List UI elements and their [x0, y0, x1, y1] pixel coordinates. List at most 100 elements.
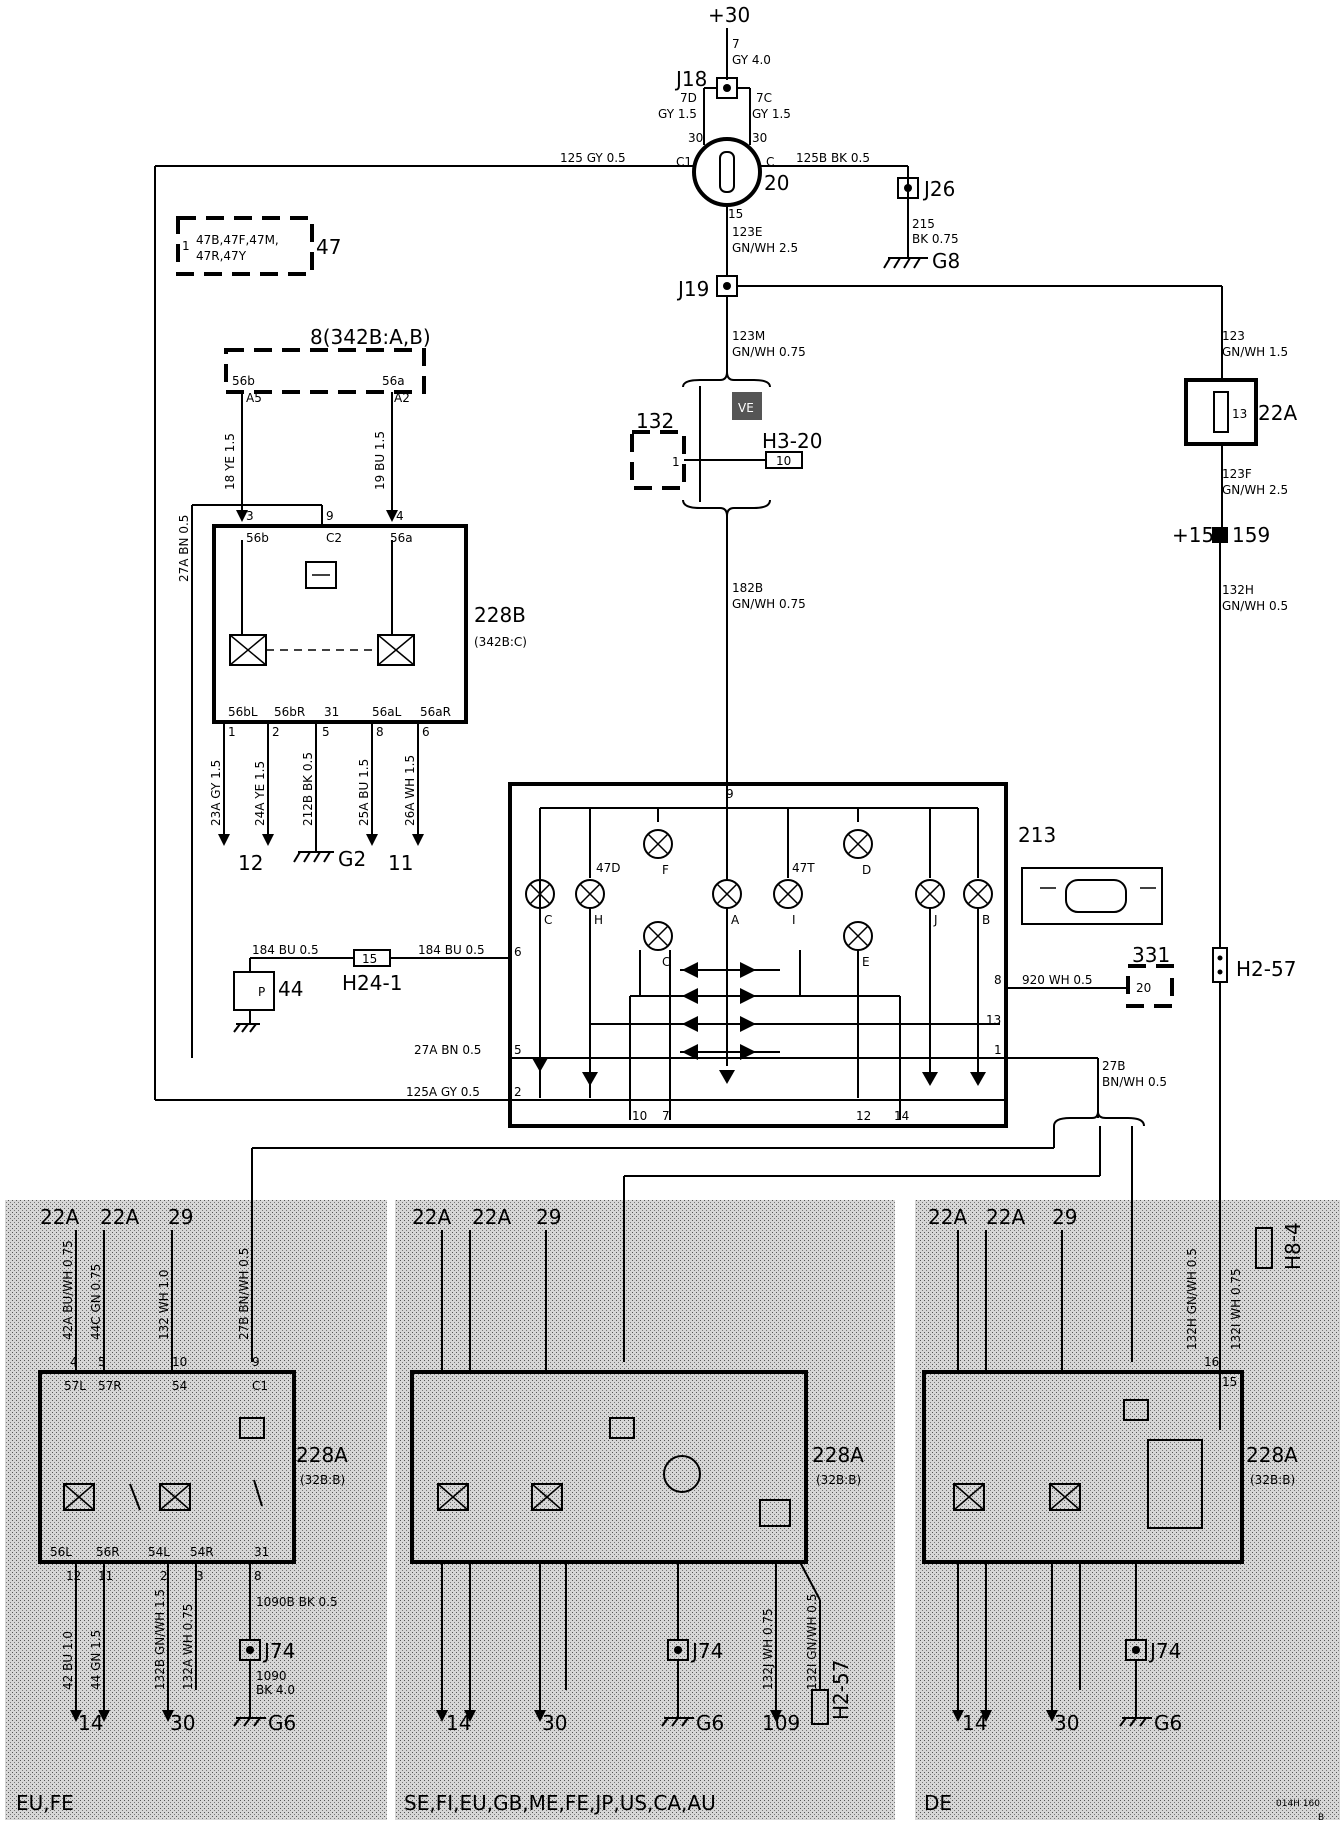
svg-text:56L: 56L: [50, 1545, 72, 1559]
ignition-switch: [692, 137, 762, 207]
svg-text:10: 10: [172, 1355, 187, 1369]
w7-label: 7: [732, 37, 740, 51]
svg-text:(32B:B): (32B:B): [816, 1473, 861, 1487]
svg-text:31: 31: [324, 705, 339, 719]
svg-text:G6: G6: [1154, 1711, 1182, 1735]
component-213: [508, 782, 1008, 1128]
w7d-label: 7D: [680, 91, 697, 105]
svg-text:25A BU 1.5: 25A BU 1.5: [357, 759, 371, 826]
lamp-e: [843, 921, 873, 951]
svg-text:14: 14: [962, 1711, 987, 1735]
svg-text:20: 20: [1136, 981, 1151, 995]
svg-text:BK 0.75: BK 0.75: [912, 232, 959, 246]
svg-text:57R: 57R: [98, 1379, 122, 1393]
svg-text:P: P: [258, 985, 265, 999]
component-44: [233, 971, 275, 1011]
svg-text:22A: 22A: [472, 1205, 511, 1229]
svg-text:GN/WH 2.5: GN/WH 2.5: [732, 241, 798, 255]
svg-text:+15: +15: [1172, 523, 1214, 547]
svg-text:123E: 123E: [732, 225, 763, 239]
svg-text:8: 8: [376, 725, 384, 739]
svg-text:11: 11: [98, 1569, 113, 1583]
svg-text:56aL: 56aL: [372, 705, 402, 719]
svg-text:2: 2: [160, 1569, 168, 1583]
svg-text:47R,47Y: 47R,47Y: [196, 249, 247, 263]
lamp-d: [843, 829, 873, 859]
svg-text:15: 15: [1222, 1375, 1237, 1389]
svg-text:23A GY 1.5: 23A GY 1.5: [209, 760, 223, 826]
svg-text:H8-4: H8-4: [1281, 1222, 1305, 1270]
svg-text:C2: C2: [326, 531, 342, 545]
svg-text:42 BU 1.0: 42 BU 1.0: [61, 1631, 75, 1690]
svg-text:J: J: [933, 913, 938, 927]
svg-text:3: 3: [196, 1569, 204, 1583]
svg-text:1: 1: [994, 1043, 1002, 1057]
component-8: [224, 348, 426, 394]
fuse-22a-label: 22A: [1258, 401, 1297, 425]
svg-text:14: 14: [894, 1109, 909, 1123]
svg-text:4: 4: [396, 509, 404, 523]
lamp-c2: [643, 921, 673, 951]
svg-text:2: 2: [514, 1085, 522, 1099]
svg-text:22A: 22A: [412, 1205, 451, 1229]
svg-text:E: E: [862, 955, 870, 969]
drawing-code: 014H 160: [1276, 1799, 1320, 1809]
svg-text:56a: 56a: [390, 531, 413, 545]
svg-text:G8: G8: [932, 249, 960, 273]
svg-text:1090B BK 0.5: 1090B BK 0.5: [256, 1595, 338, 1609]
svg-text:125B BK 0.5: 125B BK 0.5: [796, 151, 870, 165]
svg-text:15: 15: [728, 207, 743, 221]
svg-text:6: 6: [422, 725, 430, 739]
svg-text:29: 29: [536, 1205, 561, 1229]
svg-text:22A: 22A: [40, 1205, 79, 1229]
svg-text:109: 109: [762, 1711, 800, 1735]
svg-text:G6: G6: [696, 1711, 724, 1735]
svg-text:J74: J74: [690, 1639, 723, 1663]
svg-text:125A GY 0.5: 125A GY 0.5: [406, 1085, 480, 1099]
svg-text:D: D: [862, 863, 871, 877]
svg-text:6: 6: [514, 945, 522, 959]
svg-text:8(342B:A,B): 8(342B:A,B): [310, 325, 431, 349]
lamp-i: [773, 879, 803, 909]
svg-text:10: 10: [632, 1109, 647, 1123]
svg-text:C1: C1: [252, 1379, 268, 1393]
svg-text:132H GN/WH 0.5: 132H GN/WH 0.5: [1185, 1248, 1199, 1350]
svg-text:H24-1: H24-1: [342, 971, 402, 995]
svg-text:3: 3: [246, 509, 254, 523]
ground-g8: [883, 257, 928, 269]
svg-text:26A WH 1.5: 26A WH 1.5: [403, 755, 417, 826]
svg-text:182B: 182B: [732, 581, 763, 595]
svg-text:56bR: 56bR: [274, 705, 305, 719]
lamp-b: [963, 879, 993, 909]
svg-text:GN/WH 2.5: GN/WH 2.5: [1222, 483, 1288, 497]
svg-text:9: 9: [326, 509, 334, 523]
svg-text:(32B:B): (32B:B): [300, 1473, 345, 1487]
svg-text:54: 54: [172, 1379, 187, 1393]
connector-h2-57: [1212, 947, 1228, 983]
svg-text:8: 8: [994, 973, 1002, 987]
svg-text:22A: 22A: [928, 1205, 967, 1229]
svg-text:11: 11: [388, 851, 413, 875]
svg-text:30: 30: [542, 1711, 567, 1735]
component-228b: [212, 524, 468, 724]
svg-text:132I WH 0.75: 132I WH 0.75: [1229, 1268, 1243, 1350]
svg-text:27B: 27B: [1102, 1059, 1126, 1073]
j18-label: J18: [674, 67, 707, 91]
svg-text:BK 4.0: BK 4.0: [256, 1683, 295, 1697]
svg-text:H3-20: H3-20: [762, 429, 822, 453]
svg-text:GN/WH 0.5: GN/WH 0.5: [1222, 599, 1288, 613]
svg-text:42A BU/WH 0.75: 42A BU/WH 0.75: [61, 1240, 75, 1340]
connector-h2-57-se: [811, 1689, 829, 1725]
j26-connector: [897, 177, 919, 199]
svg-text:132H: 132H: [1222, 583, 1254, 597]
svg-text:VE: VE: [738, 401, 754, 415]
svg-text:18 YE 1.5: 18 YE 1.5: [223, 433, 237, 490]
svg-text:30: 30: [170, 1711, 195, 1735]
svg-text:184 BU 0.5: 184 BU 0.5: [418, 943, 485, 957]
w7d-spec: GY 1.5: [658, 107, 697, 121]
svg-text:56b: 56b: [232, 374, 255, 388]
svg-text:1: 1: [228, 725, 236, 739]
svg-text:5: 5: [322, 725, 330, 739]
svg-text:12: 12: [66, 1569, 81, 1583]
svg-text:44C GN 0.75: 44C GN 0.75: [89, 1264, 103, 1340]
